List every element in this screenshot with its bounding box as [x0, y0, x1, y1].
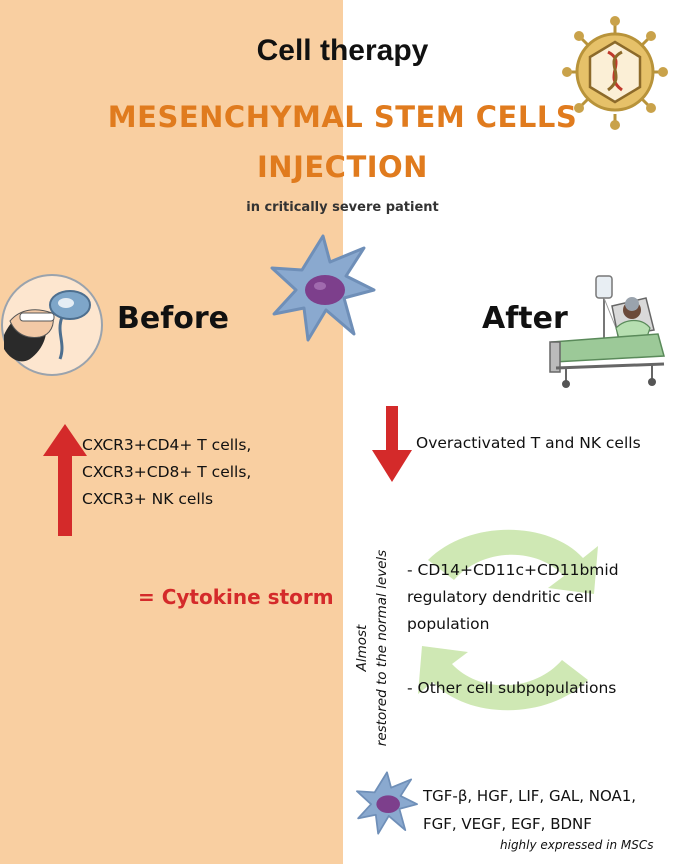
- before-cell-line: CXCR3+CD8+ T cells,: [82, 463, 252, 481]
- heading-line-2: INJECTION: [257, 150, 428, 184]
- before-cell-line: CXCR3+ NK cells: [82, 490, 214, 508]
- msc-cell-icon: [270, 234, 376, 342]
- growth-factor-line: TGF-β, HGF, LIF, GAL, NOA1,: [423, 787, 637, 805]
- patient-hospital-bed-icon: [549, 275, 665, 388]
- before-cell-line: CXCR3+CD4+ T cells,: [82, 436, 252, 454]
- msc-expression-note: highly expressed in MSCs: [500, 838, 654, 852]
- arrow-up-icon: [43, 424, 87, 536]
- virus-icon: [562, 16, 668, 130]
- after-label: After: [482, 301, 568, 336]
- dendritic-cell-item: - CD14+CD11c+CD11bmid regulatory dendrit…: [407, 561, 619, 633]
- patient-intubated-icon: [1, 274, 103, 376]
- after-panel-background: [343, 0, 685, 864]
- arrow-down-icon: [372, 406, 412, 482]
- cycle-arrows-icon: [418, 529, 598, 711]
- growth-factor-list: TGF-β, HGF, LIF, GAL, NOA1, FGF, VEGF, E…: [423, 782, 636, 838]
- before-cell-list: CXCR3+CD4+ T cells, CXCR3+CD8+ T cells, …: [82, 432, 251, 513]
- before-panel-background: [0, 0, 343, 864]
- page-title: Cell therapy: [256, 34, 429, 67]
- growth-factor-line: FGF, VEGF, EGF, BDNF: [423, 815, 592, 833]
- msc-cell-small-icon: [356, 771, 418, 835]
- before-label: Before: [117, 301, 230, 336]
- decreased-cells-label: Overactivated T and NK cells: [416, 434, 641, 452]
- vertical-note-line-2: restored to the normal levels: [374, 549, 390, 747]
- patient-note: in critically severe patient: [246, 200, 439, 215]
- cytokine-storm-label: = Cytokine storm: [138, 585, 334, 609]
- vertical-note-line-1: Almost: [354, 624, 370, 672]
- heading-line-1: MESENCHYMAL STEM CELLS: [107, 100, 578, 134]
- other-subpopulations-item: - Other cell subpopulations: [407, 679, 617, 697]
